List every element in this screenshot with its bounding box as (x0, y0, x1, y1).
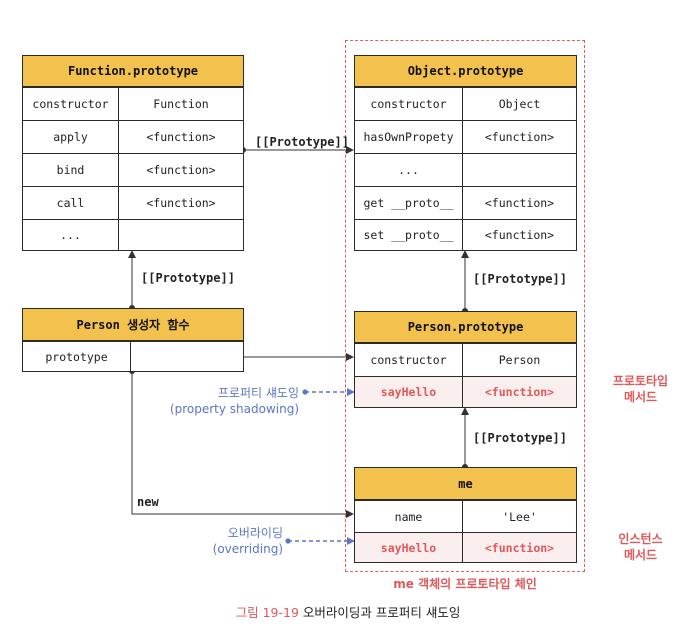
table-row: constructor Function (23, 87, 243, 120)
row-key: get __proto__ (355, 187, 463, 219)
table-row: constructor Person (355, 343, 576, 376)
note-line: (overriding) (212, 542, 283, 556)
row-value (463, 154, 576, 186)
prototype-link-label: [[Prototype]] (473, 431, 567, 445)
row-key: hasOwnPropety (355, 121, 463, 153)
property-shadowing-note: 프로퍼티 섀도잉 (property shadowing) (150, 385, 299, 417)
figure-title: 오버라이딩과 프로퍼티 섀도잉 (302, 605, 461, 620)
row-value: <function> (484, 385, 555, 399)
note-line: 메서드 (623, 390, 658, 404)
person-constructor-title: Person 생성자 함수 (23, 309, 243, 341)
person-prototype-title: Person.prototype (355, 312, 576, 343)
table-row: call <function> (23, 186, 243, 219)
person-prototype-box: Person.prototype constructor Person sayH… (354, 311, 577, 408)
me-object-box: me name 'Lee' sayHello <function> (354, 467, 577, 563)
row-value: <function> (146, 163, 216, 177)
row-key: name (355, 501, 463, 532)
row-value: <function> (484, 196, 555, 210)
row-value: <function> (484, 228, 555, 242)
note-line: 메서드 (623, 548, 658, 562)
row-key: prototype (23, 342, 131, 371)
row-key: ... (23, 220, 119, 250)
table-row: set __proto__ <function> (355, 219, 576, 250)
prototype-link-label: [[Prototype]] (473, 272, 567, 286)
me-object-title: me (355, 468, 576, 500)
overriding-note: 오버라이딩 (overriding) (180, 525, 283, 557)
note-line: 인스턴스 (618, 532, 663, 546)
table-row: bind <function> (23, 153, 243, 186)
row-key: call (23, 187, 119, 219)
table-row: prototype (23, 341, 243, 371)
row-value: <function> (146, 130, 216, 144)
prototype-chain-label: me 객체의 프로토타입 체인 (393, 577, 537, 591)
note-line: 프로토타입 (612, 374, 669, 388)
function-prototype-title: Function.prototype (23, 56, 243, 87)
row-value: <function> (146, 196, 216, 210)
row-key: constructor (355, 88, 463, 120)
table-row: constructor Object (355, 87, 576, 120)
row-value (119, 220, 243, 250)
row-key: constructor (23, 88, 119, 120)
table-row-highlight: sayHello <function> (355, 376, 576, 407)
figure-number: 그림 19-19 (235, 605, 299, 620)
table-row: get __proto__ <function> (355, 186, 576, 219)
row-value: <function> (484, 540, 555, 555)
row-value: Object (498, 97, 541, 111)
table-row: ... (23, 219, 243, 250)
row-value: 'Lee' (502, 509, 537, 524)
prototype-chain-frame (345, 40, 585, 572)
note-line: (property shadowing) (169, 402, 299, 416)
row-value (131, 342, 243, 371)
prototype-link-label: [[Prototype]] (255, 135, 349, 149)
new-link-label: new (137, 495, 159, 509)
prototype-link-label: [[Prototype]] (141, 271, 235, 285)
row-key: sayHello (355, 533, 463, 562)
person-constructor-box: Person 생성자 함수 prototype (22, 308, 244, 372)
prototype-method-note: 프로토타입 메서드 (585, 373, 696, 405)
table-row: name 'Lee' (355, 500, 576, 532)
note-line: 오버라이딩 (227, 526, 283, 540)
overriding-pointer (285, 537, 355, 545)
table-row-highlight: sayHello <function> (355, 532, 576, 562)
row-key: sayHello (355, 377, 463, 407)
row-value: <function> (484, 130, 555, 144)
table-row: apply <function> (23, 120, 243, 153)
row-key: set __proto__ (355, 220, 463, 250)
object-prototype-box: Object.prototype constructor Object hasO… (354, 55, 577, 251)
function-prototype-box: Function.prototype constructor Function … (22, 55, 244, 251)
row-key: ... (355, 154, 463, 186)
row-key: bind (23, 154, 119, 186)
link-person-to-function (128, 250, 136, 311)
table-row: ... (355, 153, 576, 186)
object-prototype-title: Object.prototype (355, 56, 576, 87)
row-key: apply (23, 121, 119, 153)
table-row: hasOwnPropety <function> (355, 120, 576, 153)
row-key: constructor (355, 344, 463, 376)
row-value: Person (498, 353, 541, 367)
instance-method-note: 인스턴스 메서드 (585, 531, 696, 563)
note-line: 프로퍼티 섀도잉 (217, 386, 299, 400)
row-value: Function (153, 97, 209, 111)
